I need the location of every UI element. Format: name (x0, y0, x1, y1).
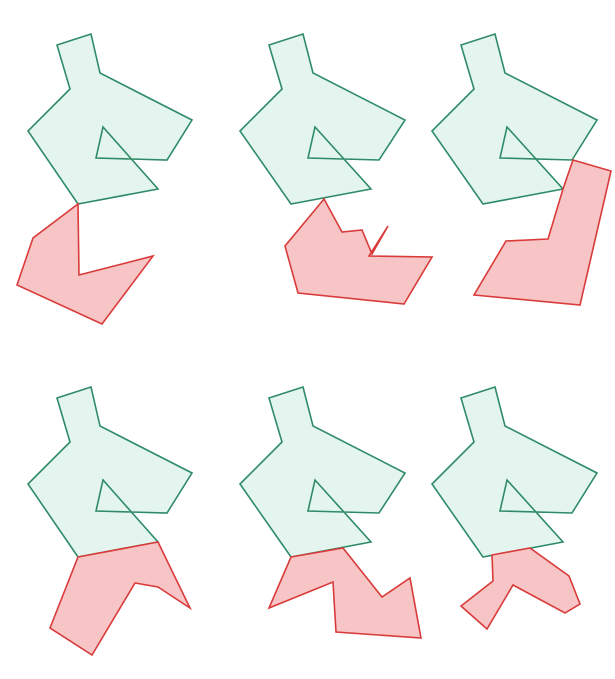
base-polygon (238, 32, 407, 205)
base-polygon (430, 385, 599, 558)
panel-1 (16, 32, 194, 325)
base-polygon (238, 385, 407, 558)
base-polygon (26, 32, 194, 205)
panel-6 (430, 385, 599, 631)
panel-4 (26, 385, 194, 657)
panel-3 (430, 32, 612, 306)
panel-2 (238, 32, 434, 305)
attachment-polygon (284, 197, 434, 305)
panel-5 (238, 385, 422, 639)
attachment-polygon (49, 541, 192, 657)
base-polygon (430, 32, 599, 205)
base-polygon (26, 385, 194, 558)
attachment-polygon (267, 547, 422, 639)
attachment-polygon (472, 159, 612, 306)
attachment-polygon (16, 202, 156, 325)
attachment-polygon (459, 547, 581, 631)
